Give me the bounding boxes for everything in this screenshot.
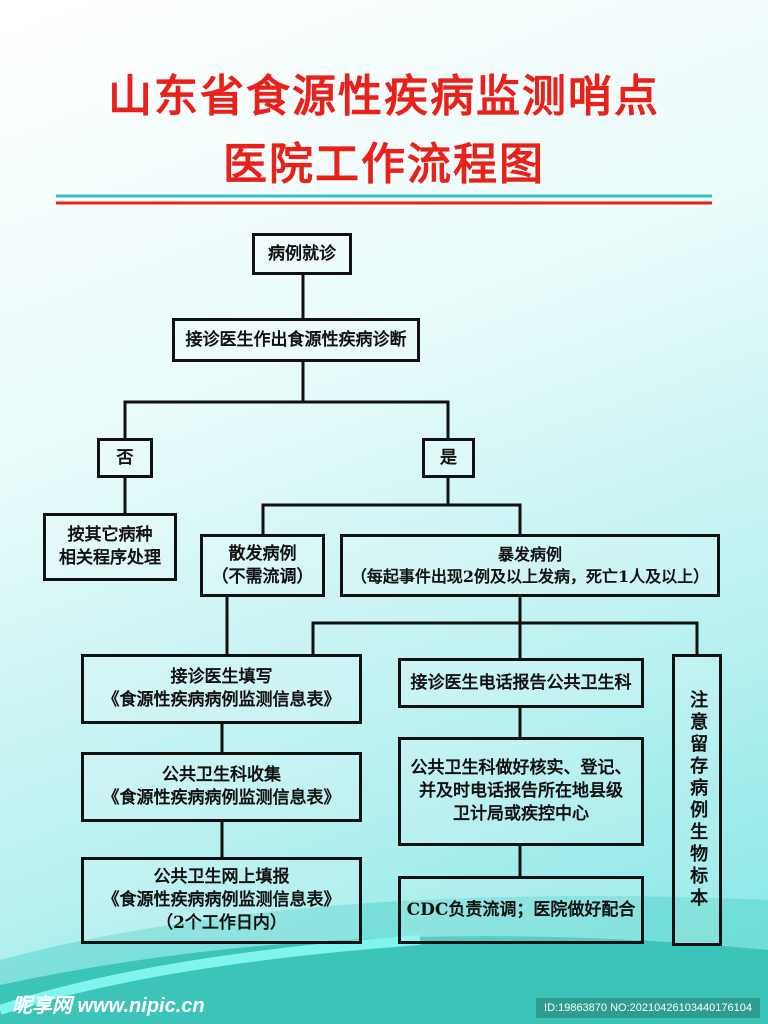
line: 公共卫生科做好核实、登记、 bbox=[410, 758, 632, 779]
node-outbreak: 暴发病例（每起事件出现2例及以上发病，死亡1人及以上） bbox=[340, 534, 720, 597]
line: （不需流调） bbox=[211, 566, 314, 587]
title-line-1: 山东省食源性疾病监测哨点 bbox=[108, 71, 660, 122]
node-diagnosis: 接诊医生作出食源性疾病诊断 bbox=[172, 318, 420, 362]
line: 接诊医生填写 bbox=[170, 667, 273, 688]
line: 《食源性疾病病例监测信息表》 bbox=[102, 690, 341, 710]
node-sample: 注意留存病例生物标本 bbox=[672, 654, 722, 946]
connector-lines bbox=[123, 275, 699, 876]
line: 按其它病种 bbox=[67, 525, 153, 546]
node-sporadic: 散发病例（不需流调） bbox=[200, 534, 325, 597]
line: 《食源性疾病病例监测信息表》 bbox=[102, 788, 341, 808]
node-online: 公共卫生网上填报《食源性疾病病例监测信息表》（2个工作日内） bbox=[81, 857, 362, 944]
line: 公共卫生网上填报 bbox=[153, 867, 290, 888]
title-line-2: 医院工作流程图 bbox=[223, 139, 545, 190]
line: 暴发病例 bbox=[497, 544, 562, 564]
node-collect: 公共卫生科收集《食源性疾病病例监测信息表》 bbox=[81, 752, 362, 822]
line: 卫计局或疾控中心 bbox=[453, 803, 589, 824]
watermark-id: ID:19863870 NO:20210426103440176104 bbox=[536, 998, 760, 1018]
node-phone: 接诊医生电话报告公共卫生科 bbox=[398, 658, 644, 708]
node-visit: 病例就诊 bbox=[252, 233, 352, 275]
node-cdc: CDC负责流调；医院做好配合 bbox=[398, 876, 644, 944]
line: 并及时电话报告所在地县级 bbox=[419, 781, 623, 802]
line: （每起事件出现2例及以上发病，死亡1人及以上） bbox=[350, 566, 710, 586]
node-other: 按其它病种相关程序处理 bbox=[43, 513, 177, 581]
line: （2个工作日内） bbox=[156, 912, 287, 933]
watermark-site: 昵享网 www.nipic.cn bbox=[12, 995, 205, 1017]
node-verify: 公共卫生科做好核实、登记、并及时电话报告所在地县级卫计局或疾控中心 bbox=[398, 737, 644, 846]
node-fill: 接诊医生填写《食源性疾病病例监测信息表》 bbox=[81, 654, 362, 724]
line: 散发病例 bbox=[228, 543, 297, 564]
node-no: 否 bbox=[97, 438, 153, 478]
line: 公共卫生科收集 bbox=[162, 765, 281, 786]
node-yes: 是 bbox=[422, 438, 475, 478]
line: 相关程序处理 bbox=[59, 548, 161, 568]
line: 《食源性疾病病例监测信息表》 bbox=[102, 890, 341, 911]
